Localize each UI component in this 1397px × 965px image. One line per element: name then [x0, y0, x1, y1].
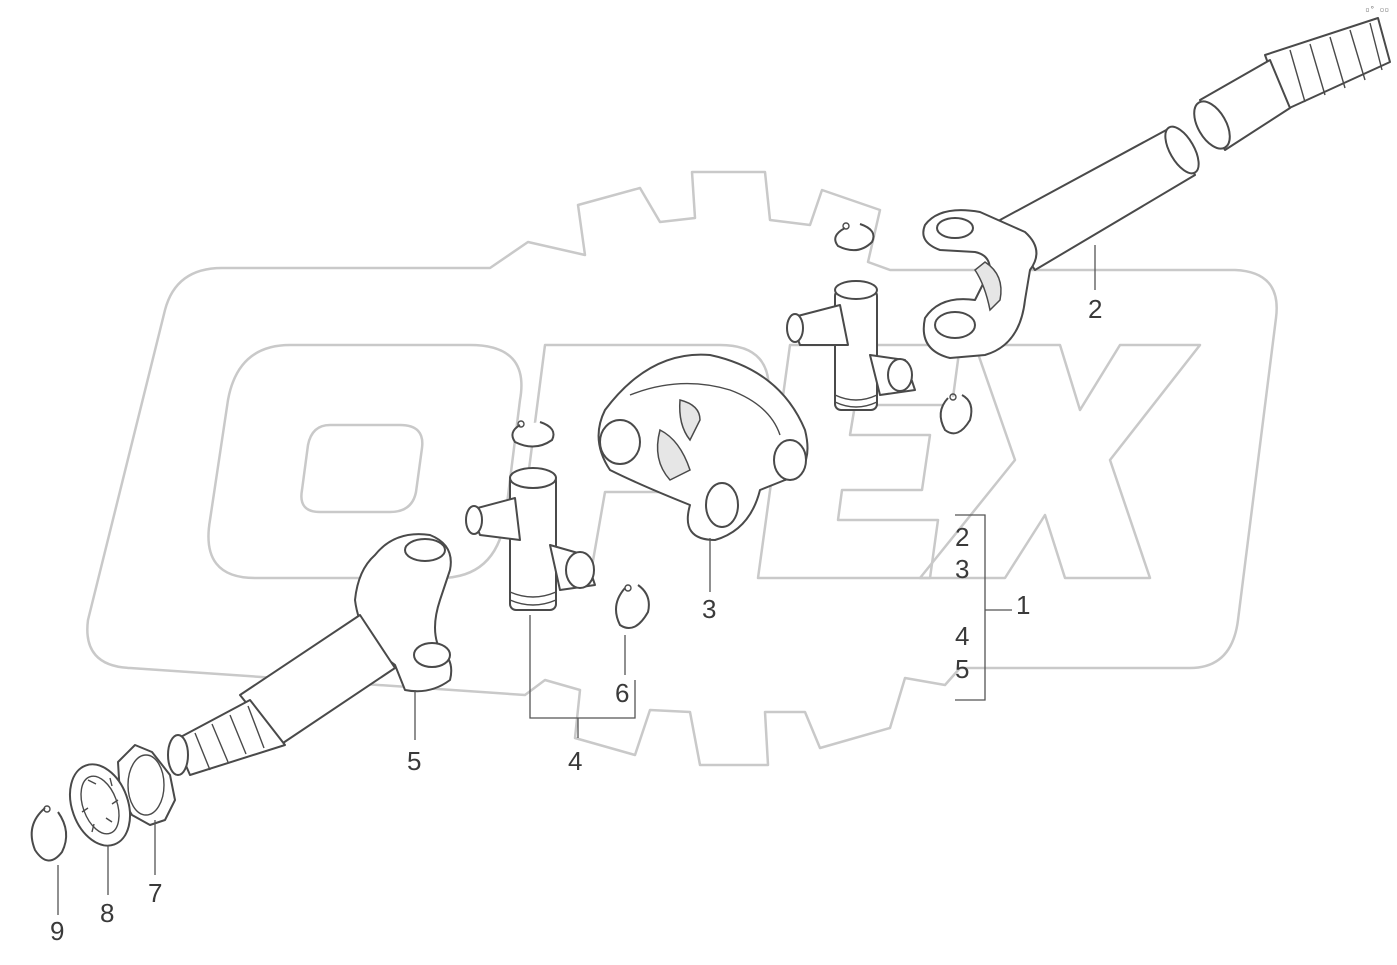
- corner-mark: ▫° ▫▫: [1365, 5, 1389, 14]
- callout-2: 2: [1088, 294, 1102, 324]
- snap-ring-upper-b: [939, 393, 973, 435]
- double-yoke-bore-right: [773, 439, 807, 481]
- group-item-2: 2: [955, 522, 969, 552]
- callout-9: 9: [50, 916, 64, 946]
- yoke-2-bore-bottom: [934, 311, 976, 339]
- leader-lines: [57, 245, 1096, 915]
- universal-joint-cross-upper: [786, 280, 916, 411]
- callout-3: 3: [702, 594, 716, 624]
- callout-7: 7: [148, 878, 162, 908]
- group-item-5: 5: [955, 654, 969, 684]
- assembly-bracket-1: [955, 514, 1012, 701]
- universal-joint-cross-lower: [465, 467, 596, 611]
- callout-6: 6: [615, 678, 629, 708]
- part-3-double-yoke: [597, 353, 809, 541]
- callout-1: 1: [1016, 590, 1030, 620]
- snap-ring-part-6: [615, 584, 650, 629]
- double-yoke-body: [597, 353, 809, 541]
- callout-5: 5: [407, 746, 421, 776]
- group-item-4: 4: [955, 621, 969, 651]
- watermark-gear-outline: [86, 170, 1278, 767]
- leader-4: [529, 615, 636, 738]
- snap-ring-lower-a: [511, 420, 555, 448]
- group-item-3: 3: [955, 554, 969, 584]
- double-yoke-bore-left: [599, 419, 641, 465]
- yoke-5-bore-bottom: [413, 642, 451, 668]
- part-8-splined-washer: [69, 763, 131, 847]
- callout-4: 4: [568, 746, 582, 776]
- double-yoke-bore-bottom: [705, 482, 739, 528]
- yoke-5-bore-top: [404, 538, 446, 562]
- part-2-long-shaft-yoke: [922, 17, 1391, 359]
- callout-labels: 2 3 5 4 6 7 8 9 1 2 3 4 5 ▫° ▫▫: [50, 5, 1389, 946]
- part-9-retaining-ring: [30, 805, 68, 862]
- yoke-2-bore-top: [936, 217, 974, 239]
- watermark-letter-o: [207, 343, 523, 580]
- snap-ring-upper-a: [834, 222, 875, 252]
- callout-8: 8: [100, 898, 114, 928]
- watermark-letter-x: [918, 343, 1202, 580]
- part-5-short-shaft-yoke: [167, 533, 453, 776]
